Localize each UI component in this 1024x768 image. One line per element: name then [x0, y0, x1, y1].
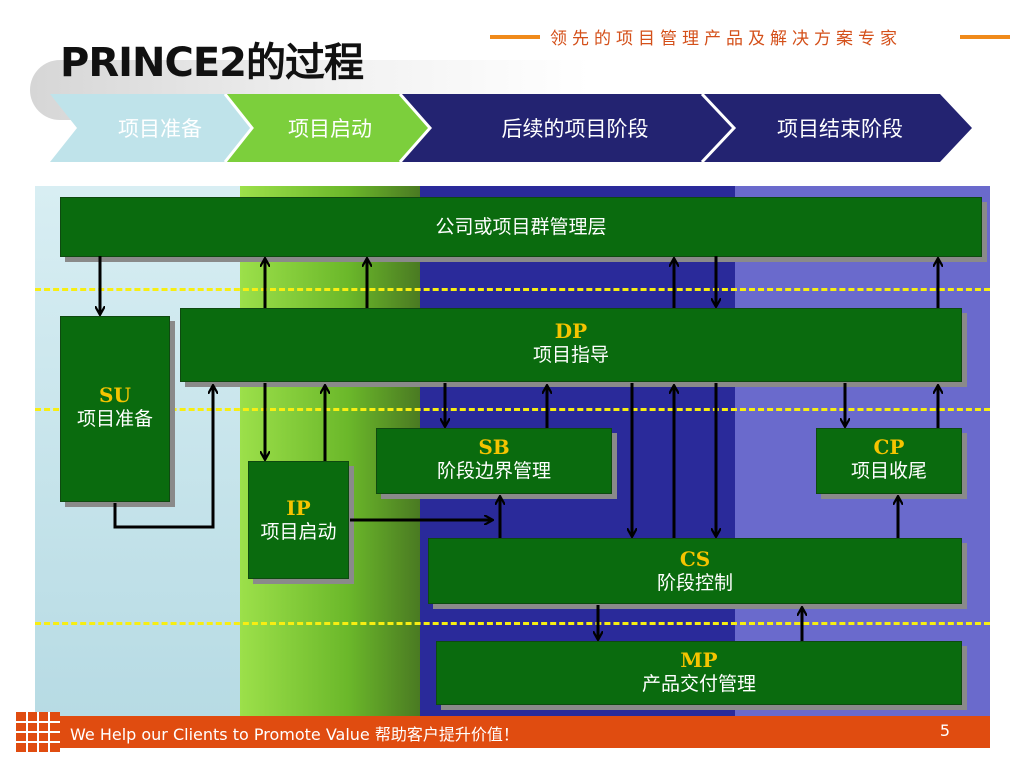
mp-label: 产品交付管理: [641, 673, 756, 695]
cp-code: CP: [873, 435, 905, 459]
cp-label: 项目收尾: [850, 460, 927, 482]
sb-code: SB: [478, 435, 510, 459]
tagline-line-left: [490, 35, 540, 39]
phase-label-close: 项目结束阶段: [777, 117, 903, 141]
dp-box: DP 项目指导: [180, 308, 962, 382]
phase-chevron-stages: [400, 94, 742, 162]
level-separator-1: [35, 288, 990, 291]
su-code: SU: [99, 383, 131, 407]
cs-code: CS: [679, 547, 711, 571]
cp-box: CP 项目收尾: [816, 428, 962, 494]
phase-bar: [50, 94, 972, 162]
tagline-line-right: [960, 35, 1010, 39]
ip-code: IP: [286, 496, 311, 520]
sb-box: SB 阶段边界管理: [376, 428, 612, 494]
phase-chevron-initiate: [225, 94, 437, 162]
dp-label: 项目指导: [532, 344, 609, 366]
su-box: SU 项目准备: [60, 316, 170, 502]
dp-code: DP: [554, 319, 588, 343]
su-label: 项目准备: [76, 408, 153, 430]
level-separator-3: [35, 622, 990, 625]
footer-bar: We Help our Clients to Promote Value 帮助客…: [60, 716, 990, 748]
phase-chevron-close: [702, 94, 972, 162]
corporate-management-label: 公司或项目群管理层: [435, 216, 607, 238]
phase-label-initiate: 项目启动: [288, 117, 372, 141]
phase-chevron-prepare: [50, 94, 262, 162]
level-separator-2: [35, 408, 990, 411]
phase-label-stages: 后续的项目阶段: [501, 117, 649, 141]
mp-code: MP: [680, 648, 718, 672]
page-title: PRINCE2的过程: [60, 40, 364, 86]
ip-label: 项目启动: [260, 521, 337, 543]
mp-box: MP 产品交付管理: [436, 641, 962, 705]
sb-label: 阶段边界管理: [436, 460, 551, 482]
page-number: 5: [939, 721, 950, 740]
grid-logo-icon: [16, 712, 60, 752]
footer-slogan: We Help our Clients to Promote Value 帮助客…: [70, 725, 519, 744]
tagline: 领先的项目管理产品及解决方案专家: [550, 29, 902, 49]
ip-box: IP 项目启动: [248, 461, 349, 579]
cs-label: 阶段控制: [656, 572, 733, 594]
cs-box: CS 阶段控制: [428, 538, 962, 604]
phase-label-prepare: 项目准备: [118, 117, 202, 141]
corporate-management-box: 公司或项目群管理层: [60, 197, 982, 257]
arrow-su-to-dp: [113, 386, 213, 529]
